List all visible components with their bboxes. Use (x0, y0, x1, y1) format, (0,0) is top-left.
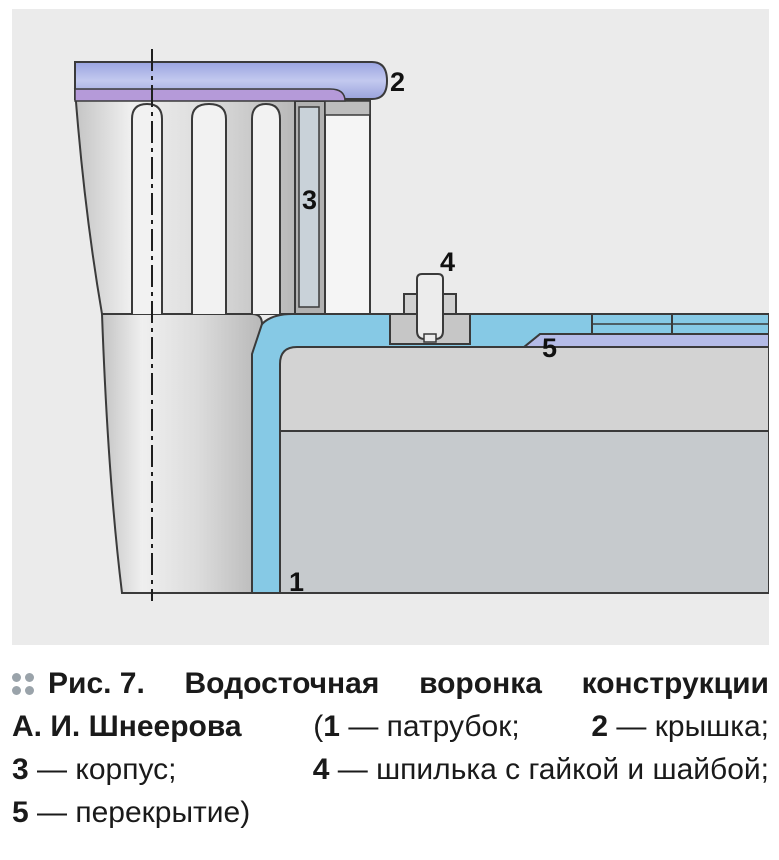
item-4-number: 4 (312, 753, 330, 786)
item-3-text: — корпус; (37, 753, 177, 786)
caption-item-2: 2 — крышка; (591, 705, 769, 748)
label-5: 5 (542, 333, 557, 363)
caption-line-1: Рис. 7. Водосточная воронка конструкции (12, 662, 769, 705)
strainer-slot-2 (191, 102, 227, 314)
caption-item-4: 4 — шпилька с гайкой и шайбой; (313, 748, 769, 791)
floor-slab-lower (276, 430, 769, 594)
item-3-number: 3 (12, 753, 29, 786)
open-paren: ( (313, 710, 324, 743)
caption-author: А. И. Шнеерова (12, 710, 242, 743)
floor-slab-upper (276, 338, 769, 432)
strainer-grating (73, 88, 296, 315)
caption-line-3: 3 — корпус; 4 — шпилька с гайкой и шайбо… (12, 748, 769, 791)
item-1-number: 1 (323, 710, 340, 743)
housing-side-panel (324, 100, 371, 315)
item-5-number: 5 (12, 796, 29, 829)
label-1: 1 (289, 567, 304, 597)
caption-line-2: А. И. Шнеерова (1 — патрубок; 2 — крышка… (12, 705, 769, 748)
item-2-number: 2 (591, 710, 609, 743)
item-2-text: — крышка; (616, 710, 769, 743)
item-5-text: — перекрытие) (37, 796, 251, 829)
item-4-text: — шпилька с гайкой и шайбой; (337, 753, 769, 786)
diagram-canvas: 2 3 4 5 1 (73, 49, 769, 601)
figure-caption: Рис. 7. Водосточная воронка конструкции … (12, 662, 769, 834)
caption-line-4: 5 — перекрытие) (12, 791, 769, 834)
stud (416, 273, 444, 340)
lid-gasket (74, 88, 346, 102)
caption-word-2: воронка (419, 667, 542, 700)
strainer-slot-3 (251, 102, 281, 314)
stud-tip (423, 333, 437, 343)
label-2: 2 (390, 67, 405, 97)
caption-word-1: Водосточная (184, 667, 380, 700)
label-4: 4 (440, 247, 455, 277)
caption-item-3: 3 — корпус; (12, 748, 176, 791)
dots-icon (12, 673, 40, 697)
figure-number: Рис. 7. (48, 667, 145, 700)
caption-head: Рис. 7. (12, 662, 145, 705)
housing-top-band (324, 100, 371, 116)
outlet-body-lower (100, 313, 264, 594)
caption-item-1: (1 — патрубок; (313, 705, 519, 748)
caption-word-3: конструкции (581, 667, 769, 700)
housing-inner (298, 106, 320, 308)
item-1-text: — патрубок; (348, 710, 520, 743)
drainage-funnel-diagram: 2 3 4 5 1 (12, 9, 769, 645)
label-3: 3 (302, 185, 317, 215)
strainer-slot-1 (131, 102, 163, 314)
